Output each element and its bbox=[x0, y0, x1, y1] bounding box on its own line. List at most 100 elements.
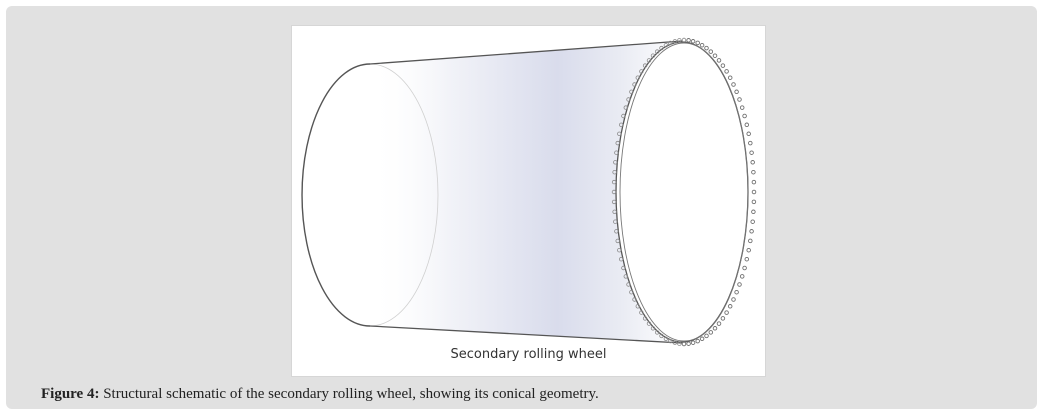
wheel-tooth bbox=[748, 238, 753, 244]
wheel-tooth bbox=[639, 310, 644, 315]
wheel-tooth bbox=[727, 304, 733, 309]
wheel-tooth bbox=[750, 160, 755, 165]
teeth-ring-back bbox=[611, 37, 687, 346]
wheel-tooth bbox=[668, 338, 673, 344]
wheel-tooth bbox=[613, 160, 618, 165]
wheel-tooth bbox=[739, 274, 745, 279]
wheel-tooth bbox=[663, 43, 669, 48]
wheel-tooth bbox=[613, 219, 618, 224]
wheel-tooth bbox=[751, 169, 756, 175]
wheel-tooth bbox=[623, 105, 628, 110]
wheel-tooth bbox=[734, 89, 739, 95]
wheel-tooth bbox=[749, 150, 754, 155]
wheel-tooth bbox=[623, 274, 628, 279]
bottom-edge bbox=[369, 325, 683, 344]
wheel-tooth bbox=[663, 336, 669, 341]
wheel-tooth bbox=[612, 209, 617, 214]
wheel-tooth bbox=[642, 63, 648, 68]
wheel-tooth bbox=[744, 256, 750, 262]
wheel-tooth bbox=[731, 82, 736, 87]
wheel-tooth bbox=[749, 229, 754, 234]
wheel-tooth bbox=[690, 39, 696, 44]
wheel-tooth bbox=[739, 105, 745, 110]
top-edge bbox=[369, 40, 683, 65]
figure-image: Secondary rolling wheel bbox=[291, 25, 766, 377]
wheel-tooth bbox=[650, 53, 656, 58]
wheel-tooth bbox=[751, 199, 757, 205]
wheel-tooth bbox=[615, 140, 620, 146]
wheel-tooth bbox=[619, 256, 624, 262]
wheel-tooth bbox=[724, 69, 729, 74]
wheel-tooth bbox=[742, 265, 747, 271]
wheel-tooth bbox=[621, 113, 626, 119]
wheel-tooth bbox=[635, 304, 640, 309]
wheel-tooth bbox=[742, 113, 747, 119]
wheel-tooth bbox=[611, 189, 617, 195]
wheel-tooth bbox=[708, 330, 714, 335]
wheel-tooth bbox=[646, 321, 652, 326]
wheel-tooth bbox=[699, 42, 705, 48]
right-rim-outer bbox=[619, 42, 749, 342]
wheel-tooth bbox=[737, 282, 742, 287]
caption-text: Structural schematic of the secondary ro… bbox=[99, 386, 599, 402]
wheel-tooth bbox=[708, 49, 714, 54]
wheel-tooth bbox=[737, 97, 742, 102]
wheel-tooth bbox=[612, 169, 617, 175]
wheel-tooth bbox=[632, 297, 637, 302]
wheel-tooth bbox=[686, 341, 691, 346]
wheel-tooth bbox=[621, 265, 626, 271]
image-label: Secondary rolling wheel bbox=[450, 347, 607, 362]
wheel-tooth bbox=[655, 49, 660, 54]
wheel-tooth bbox=[727, 75, 733, 80]
wheel-tooth bbox=[659, 45, 664, 51]
wheel-body bbox=[370, 41, 682, 343]
right-rim-inner bbox=[615, 41, 749, 343]
wheel-tooth bbox=[672, 340, 678, 345]
wheel-tooth bbox=[655, 330, 660, 335]
wheel-tooth bbox=[614, 229, 619, 234]
wheel-tooth bbox=[611, 199, 617, 205]
wheel-tooth bbox=[681, 341, 687, 347]
wheel-tooth bbox=[720, 63, 726, 68]
wheel-tooth bbox=[672, 39, 678, 44]
wheel-tooth bbox=[677, 341, 682, 346]
wheel-tooth bbox=[744, 122, 750, 128]
wheel-tooth bbox=[712, 326, 718, 331]
wheel-tooth bbox=[695, 338, 700, 344]
wheel-tooth bbox=[629, 290, 634, 295]
wheel-tooth bbox=[619, 122, 624, 127]
wheel-tooth bbox=[751, 189, 757, 195]
wheel-tooth bbox=[746, 247, 751, 253]
wheel-tooth bbox=[712, 53, 718, 58]
wheel-tooth bbox=[668, 40, 673, 46]
wheel-tooth bbox=[751, 179, 757, 185]
wheel-tooth bbox=[704, 45, 709, 51]
wheel-tooth bbox=[659, 333, 664, 339]
wheel-tooth bbox=[750, 219, 755, 224]
wheel-tooth bbox=[650, 326, 656, 331]
wheel-tooth bbox=[695, 40, 700, 46]
wheel-tooth bbox=[681, 37, 687, 43]
wheel-tooth bbox=[626, 97, 631, 102]
wheel-tooth bbox=[646, 58, 652, 63]
wheel-tooth bbox=[704, 333, 709, 339]
figure-caption: Figure 4: Structural schematic of the se… bbox=[41, 386, 599, 403]
wheel-tooth bbox=[614, 150, 619, 155]
wheel-tooth bbox=[632, 82, 637, 87]
conical-wheel-drawing bbox=[301, 37, 757, 347]
wheel-tooth bbox=[635, 75, 640, 80]
wheel-tooth bbox=[677, 38, 682, 43]
wheel-tooth bbox=[686, 38, 691, 43]
wheel-tooth bbox=[720, 316, 726, 321]
wheel-tooth bbox=[629, 89, 634, 94]
wheel-tooth bbox=[699, 336, 705, 342]
figure-panel: Secondary rolling wheel Figure 4: Struct… bbox=[6, 6, 1037, 409]
wheel-tooth bbox=[731, 297, 736, 302]
wheel-tooth bbox=[642, 316, 648, 321]
left-rim-front bbox=[301, 63, 371, 327]
wheel-tooth bbox=[746, 131, 751, 137]
wheel-tooth bbox=[626, 282, 631, 287]
wheel-tooth bbox=[716, 58, 722, 63]
caption-label: Figure 4: bbox=[41, 386, 100, 402]
wheel-tooth bbox=[716, 321, 722, 326]
